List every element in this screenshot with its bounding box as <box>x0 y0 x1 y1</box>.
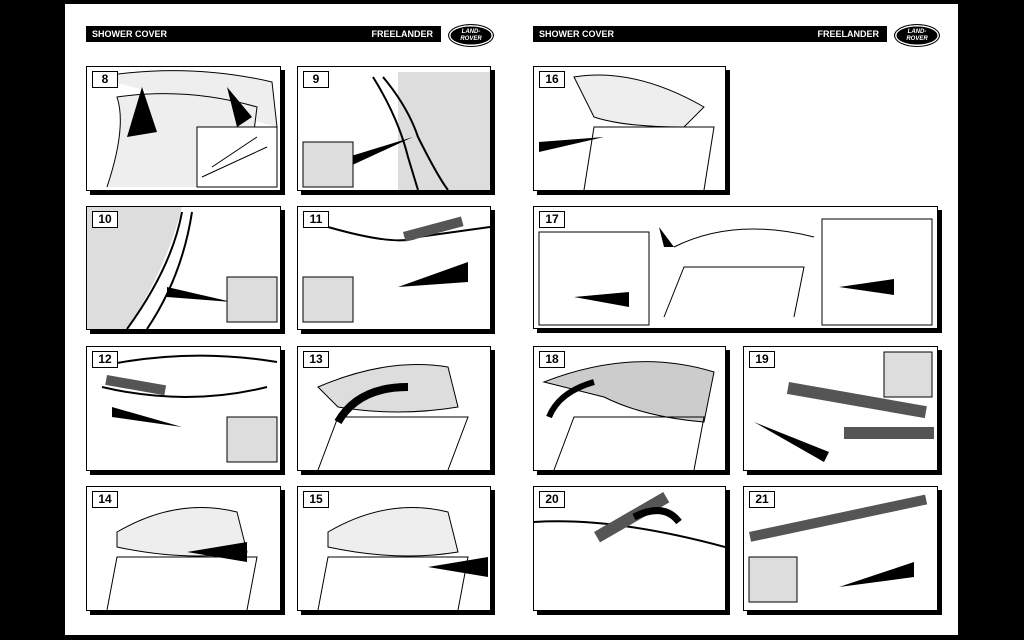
header-model: FREELANDER <box>371 29 433 39</box>
step-14-illustration: 14 <box>86 486 281 611</box>
step-21-illustration: 21 <box>743 486 938 611</box>
step-9-illustration: 9 <box>297 66 491 191</box>
step-number: 16 <box>539 71 565 88</box>
step-number: 8 <box>92 71 118 88</box>
step-number: 10 <box>92 211 118 228</box>
step-20-illustration: 20 <box>533 486 726 611</box>
step-number: 14 <box>92 491 118 508</box>
step-8-illustration: 8 <box>86 66 281 191</box>
step-number: 21 <box>749 491 775 508</box>
step-number: 13 <box>303 351 329 368</box>
left-header-bar: SHOWER COVER FREELANDER <box>86 26 441 42</box>
step-15-illustration: 15 <box>297 486 491 611</box>
step-number: 19 <box>749 351 775 368</box>
land-rover-logo: LAND-ROVER <box>448 24 494 47</box>
step-10-illustration: 10 <box>86 206 281 330</box>
step-number: 17 <box>539 211 565 228</box>
step-17-illustration: 17 <box>533 206 938 329</box>
step-number: 18 <box>539 351 565 368</box>
header-title: SHOWER COVER <box>539 29 615 39</box>
step-16-illustration: 16 <box>533 66 726 191</box>
right-header-bar: SHOWER COVER FREELANDER <box>533 26 887 42</box>
step-number: 9 <box>303 71 329 88</box>
header-title: SHOWER COVER <box>92 29 168 39</box>
step-12-illustration: 12 <box>86 346 281 471</box>
step-13-illustration: 13 <box>297 346 491 471</box>
step-11-illustration: 11 <box>297 206 491 330</box>
step-number: 20 <box>539 491 565 508</box>
step-19-illustration: 19 <box>743 346 938 471</box>
header-model: FREELANDER <box>817 29 879 39</box>
step-number: 12 <box>92 351 118 368</box>
step-number: 15 <box>303 491 329 508</box>
step-number: 11 <box>303 211 329 228</box>
land-rover-logo: LAND-ROVER <box>894 24 940 47</box>
step-18-illustration: 18 <box>533 346 726 471</box>
